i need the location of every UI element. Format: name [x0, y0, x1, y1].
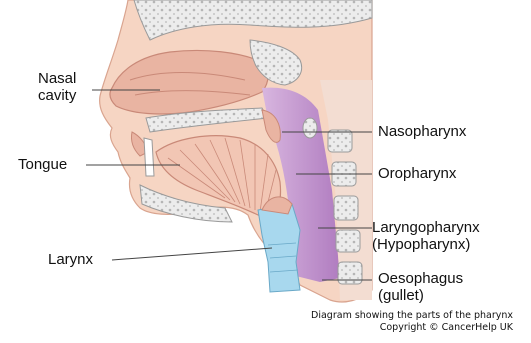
label-larynx: Larynx [48, 251, 93, 268]
vertebra [338, 262, 362, 284]
leader-line-larynx [112, 248, 272, 260]
caption-copyright: Copyright © CancerHelp UK [311, 322, 513, 334]
label-nasopharynx: Nasopharynx [378, 123, 466, 140]
label-laryngopharynx-line2: (Hypopharynx) [372, 236, 480, 253]
vertebra [334, 196, 358, 220]
label-oesophagus-line1: Oesophagus [378, 270, 463, 287]
label-laryngopharynx-line1: Laryngopharynx [372, 219, 480, 236]
caption-description: Diagram showing the parts of the pharynx [311, 310, 513, 322]
label-oesophagus-line2: (gullet) [378, 287, 463, 304]
label-nasal-cavity-line2: cavity [38, 87, 76, 104]
front-teeth [144, 138, 154, 176]
label-tongue: Tongue [18, 156, 67, 173]
label-laryngopharynx: Laryngopharynx (Hypopharynx) [372, 219, 480, 253]
vertebra [328, 130, 352, 152]
larynx-shape [258, 204, 300, 292]
label-nasal-cavity: Nasal cavity [38, 70, 76, 104]
atlas-bone [303, 118, 317, 138]
vertebra [336, 230, 360, 252]
caption: Diagram showing the parts of the pharynx… [311, 310, 513, 334]
label-oesophagus: Oesophagus (gullet) [378, 270, 463, 304]
label-nasal-cavity-line1: Nasal [38, 70, 76, 87]
label-oropharynx: Oropharynx [378, 165, 456, 182]
